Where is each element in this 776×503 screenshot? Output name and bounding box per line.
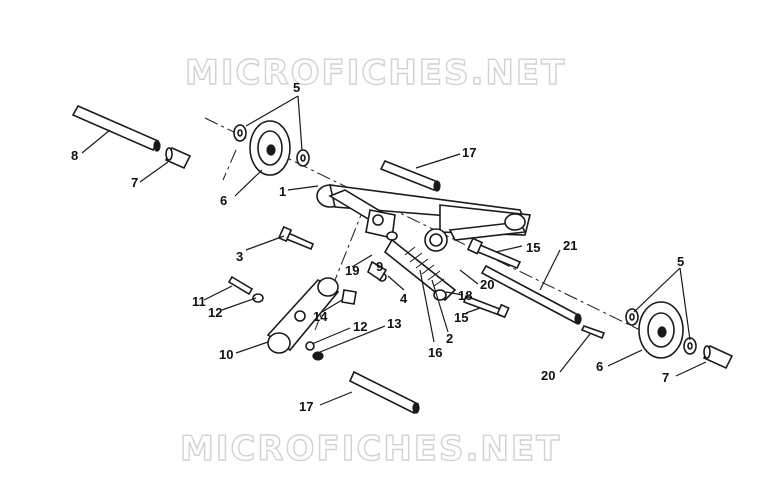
watermark-top: MICROFICHES.NET	[185, 53, 566, 93]
callout-8: 8	[71, 148, 78, 163]
bolt-part-20	[580, 325, 606, 340]
callout-7-left: 7	[131, 175, 138, 190]
callout-15-upper: 15	[526, 240, 540, 255]
bushing-part-14	[341, 289, 357, 305]
rod-part-17-lower	[348, 370, 420, 415]
bolt-part-3	[277, 225, 315, 251]
callout-1: 1	[279, 184, 286, 199]
callout-15-lower: 15	[454, 310, 468, 325]
callout-20-upper: 20	[480, 277, 494, 292]
idler-wheel-upper-left	[233, 120, 310, 176]
rod-part-17-upper	[379, 159, 441, 192]
callout-6-left: 6	[220, 193, 227, 208]
leader-lines	[81, 95, 707, 406]
nut-part-13	[312, 351, 324, 361]
callout-7-right: 7	[662, 370, 669, 385]
callout-21: 21	[563, 238, 577, 253]
callout-3: 3	[236, 249, 243, 264]
callout-16: 16	[428, 345, 442, 360]
callout-9: 9	[376, 259, 383, 274]
callout-17-lower: 17	[299, 399, 313, 414]
link-arm-part-10	[266, 277, 340, 354]
callout-10: 10	[219, 347, 233, 362]
spacer-part-7-left	[164, 146, 192, 170]
callout-5-right: 5	[677, 254, 684, 269]
callout-20-lower: 20	[541, 368, 555, 383]
callout-19: 19	[345, 263, 359, 278]
shaft-part-8	[71, 104, 161, 152]
rear-arm-part-1	[316, 184, 531, 252]
callout-12-right: 12	[353, 319, 367, 334]
callout-4: 4	[400, 291, 408, 306]
callout-13: 13	[387, 316, 401, 331]
washer-part-12-left	[252, 293, 264, 303]
callout-14: 14	[313, 309, 328, 324]
callout-5-left: 5	[293, 80, 300, 95]
callout-labels: 8 7 5 6 1 17 3 15 21 19 9 4 20 18 15 2 1…	[71, 80, 684, 414]
callout-11: 11	[192, 294, 206, 309]
bolt-part-11	[227, 275, 254, 296]
bolt-part-15-upper	[466, 237, 522, 270]
watermark-bottom: MICROFICHES.NET	[180, 429, 561, 469]
callout-12-left: 12	[208, 305, 222, 320]
bolt-part-15-lower	[462, 294, 510, 319]
callout-17-upper: 17	[462, 145, 476, 160]
shaft-part-21	[480, 264, 582, 325]
callout-6-right: 6	[596, 359, 603, 374]
callout-2: 2	[446, 331, 453, 346]
callout-18: 18	[458, 288, 472, 303]
idler-wheel-right	[625, 301, 734, 370]
